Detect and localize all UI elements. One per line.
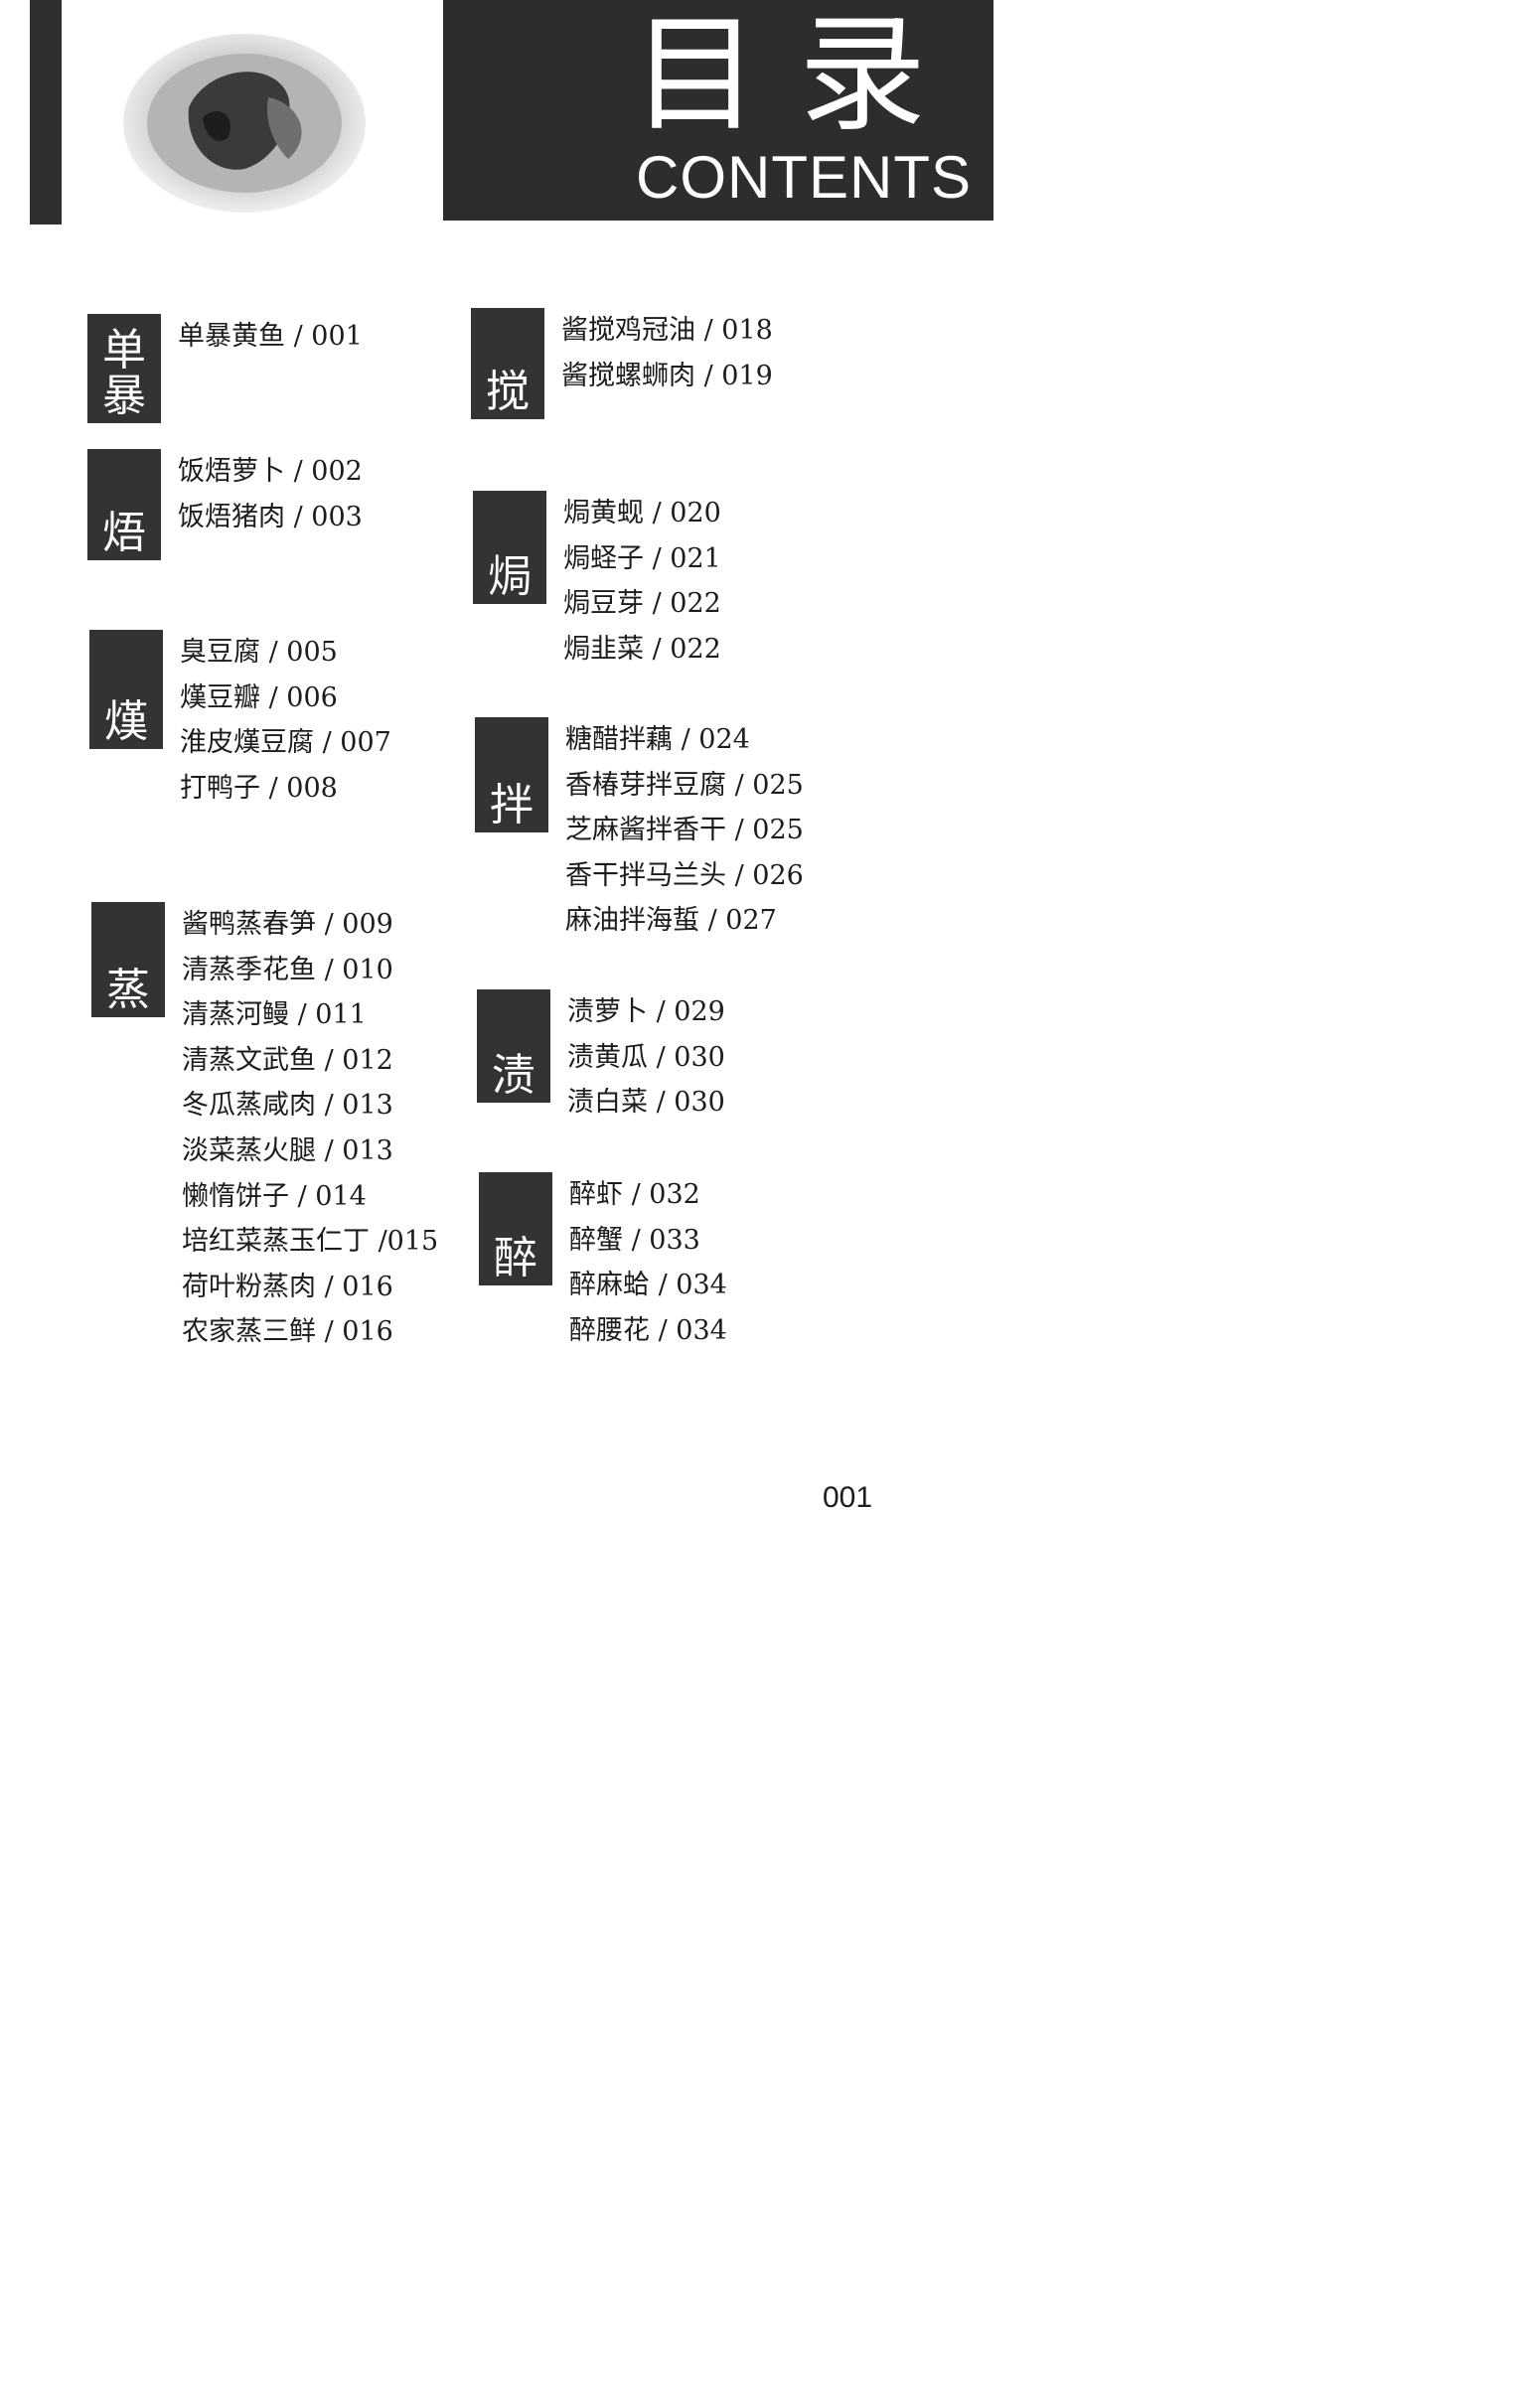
category-tag: 蒸 (91, 902, 165, 1017)
category-char: 蒸 (106, 965, 150, 1015)
category-tag: 拌 (475, 717, 548, 832)
category-tag: 单 暴 (87, 314, 161, 423)
toc-entry[interactable]: 饭焐猪肉 / 003 (178, 501, 363, 532)
toc-entry-list: 焗黄蚬 / 020 焗蛏子 / 021 焗豆芽 / 022 焗韭菜 / 022 (563, 491, 721, 672)
toc-entry[interactable]: 懒惰饼子 / 014 (182, 1180, 367, 1212)
page-title: 目录 (631, 1, 966, 149)
toc-entry[interactable]: 醉麻蛤 / 034 (569, 1270, 727, 1301)
toc-entry[interactable]: 打鸭子 / 008 (180, 772, 338, 804)
category-tag: 熯 (89, 630, 163, 749)
toc-entry-list: 糖醋拌藕 / 024 香椿芽拌豆腐 / 025 芝麻酱拌香干 / 025 香干拌… (565, 717, 804, 944)
left-edge-bar (30, 0, 62, 225)
toc-entry-list: 饭焐萝卜 / 002 饭焐猪肉 / 003 (178, 449, 363, 539)
toc-entry[interactable]: 芝麻酱拌香干 / 025 (565, 815, 804, 846)
toc-entry[interactable]: 酱搅螺蛳肉 / 019 (561, 360, 773, 391)
toc-entry[interactable]: 培红菜蒸玉仁丁 /015 (182, 1226, 439, 1258)
category-char: 单 (102, 325, 146, 376)
toc-entry[interactable]: 焗蛏子 / 021 (563, 542, 721, 574)
category-char: 搅 (486, 367, 530, 417)
category-char: 熯 (104, 696, 148, 747)
toc-entry[interactable]: 单暴黄鱼 / 001 (178, 321, 363, 352)
toc-entry[interactable]: 香椿芽拌豆腐 / 025 (565, 769, 804, 801)
toc-entry[interactable]: 酱搅鸡冠油 / 018 (561, 315, 773, 346)
toc-entry[interactable]: 熯豆瓣 / 006 (180, 681, 338, 713)
toc-entry-list: 酱鸭蒸春笋 / 009 清蒸季花鱼 / 010 清蒸河鳗 / 011 清蒸文武鱼… (182, 902, 438, 1355)
category-char: 暴 (102, 371, 146, 421)
category-tag: 焗 (473, 491, 546, 604)
category-tag: 焐 (87, 449, 161, 560)
toc-entry[interactable]: 渍黄瓜 / 030 (567, 1041, 725, 1073)
toc-entry[interactable]: 饭焐萝卜 / 002 (178, 456, 363, 487)
toc-entry[interactable]: 酱鸭蒸春笋 / 009 (182, 909, 393, 940)
category-tag: 渍 (477, 989, 550, 1103)
toc-entry[interactable]: 焗黄蚬 / 020 (563, 498, 721, 528)
page-number: 001 (823, 1481, 873, 1514)
toc-entry[interactable]: 香干拌马兰头 / 026 (565, 859, 804, 891)
toc-entry[interactable]: 焗韭菜 / 022 (563, 633, 721, 665)
toc-entry[interactable]: 渍白菜 / 030 (567, 1087, 725, 1119)
toc-entry-list: 酱搅鸡冠油 / 018 酱搅螺蛳肉 / 019 (561, 308, 773, 398)
toc-entry[interactable]: 清蒸文武鱼 / 012 (182, 1044, 393, 1076)
category-tag: 醉 (479, 1172, 552, 1285)
toc-entry[interactable]: 农家蒸三鲜 / 016 (182, 1316, 393, 1348)
toc-entry[interactable]: 清蒸季花鱼 / 010 (182, 954, 393, 985)
toc-entry[interactable]: 淮皮熯豆腐 / 007 (180, 727, 391, 759)
toc-entry[interactable]: 渍萝卜 / 029 (567, 996, 725, 1027)
toc-entry[interactable]: 麻油拌海蜇 / 027 (565, 905, 777, 937)
toc-entry[interactable]: 臭豆腐 / 005 (180, 637, 338, 668)
toc-entry-list: 单暴黄鱼 / 001 (178, 314, 363, 360)
category-char: 焐 (102, 508, 146, 558)
toc-entry[interactable]: 糖醋拌藕 / 024 (565, 724, 750, 755)
category-char: 醉 (494, 1233, 537, 1283)
toc-entry[interactable]: 淡菜蒸火腿 / 013 (182, 1134, 393, 1166)
toc-entry[interactable]: 醉蟹 / 033 (569, 1224, 700, 1256)
toc-entry[interactable]: 清蒸河鳗 / 011 (182, 999, 367, 1031)
category-char: 焗 (488, 551, 532, 602)
page-subtitle: CONTENTS (636, 144, 972, 211)
toc-entry-list: 臭豆腐 / 005 熯豆瓣 / 006 淮皮熯豆腐 / 007 打鸭子 / 00… (180, 630, 391, 811)
toc-entry[interactable]: 荷叶粉蒸肉 / 016 (182, 1271, 393, 1302)
category-tag: 搅 (471, 308, 544, 419)
food-plate-photo-icon (123, 34, 366, 213)
toc-entry-list: 醉虾 / 032 醉蟹 / 033 醉麻蛤 / 034 醉腰花 / 034 (569, 1172, 727, 1353)
category-char: 拌 (490, 780, 534, 830)
toc-entry[interactable]: 醉虾 / 032 (569, 1179, 700, 1210)
toc-entry[interactable]: 冬瓜蒸咸肉 / 013 (182, 1090, 393, 1122)
toc-entry[interactable]: 焗豆芽 / 022 (563, 588, 721, 620)
category-char: 渍 (492, 1050, 535, 1101)
toc-entry-list: 渍萝卜 / 029 渍黄瓜 / 030 渍白菜 / 030 (567, 989, 725, 1126)
title-band: 目录 CONTENTS (443, 0, 993, 221)
toc-entry[interactable]: 醉腰花 / 034 (569, 1314, 727, 1346)
